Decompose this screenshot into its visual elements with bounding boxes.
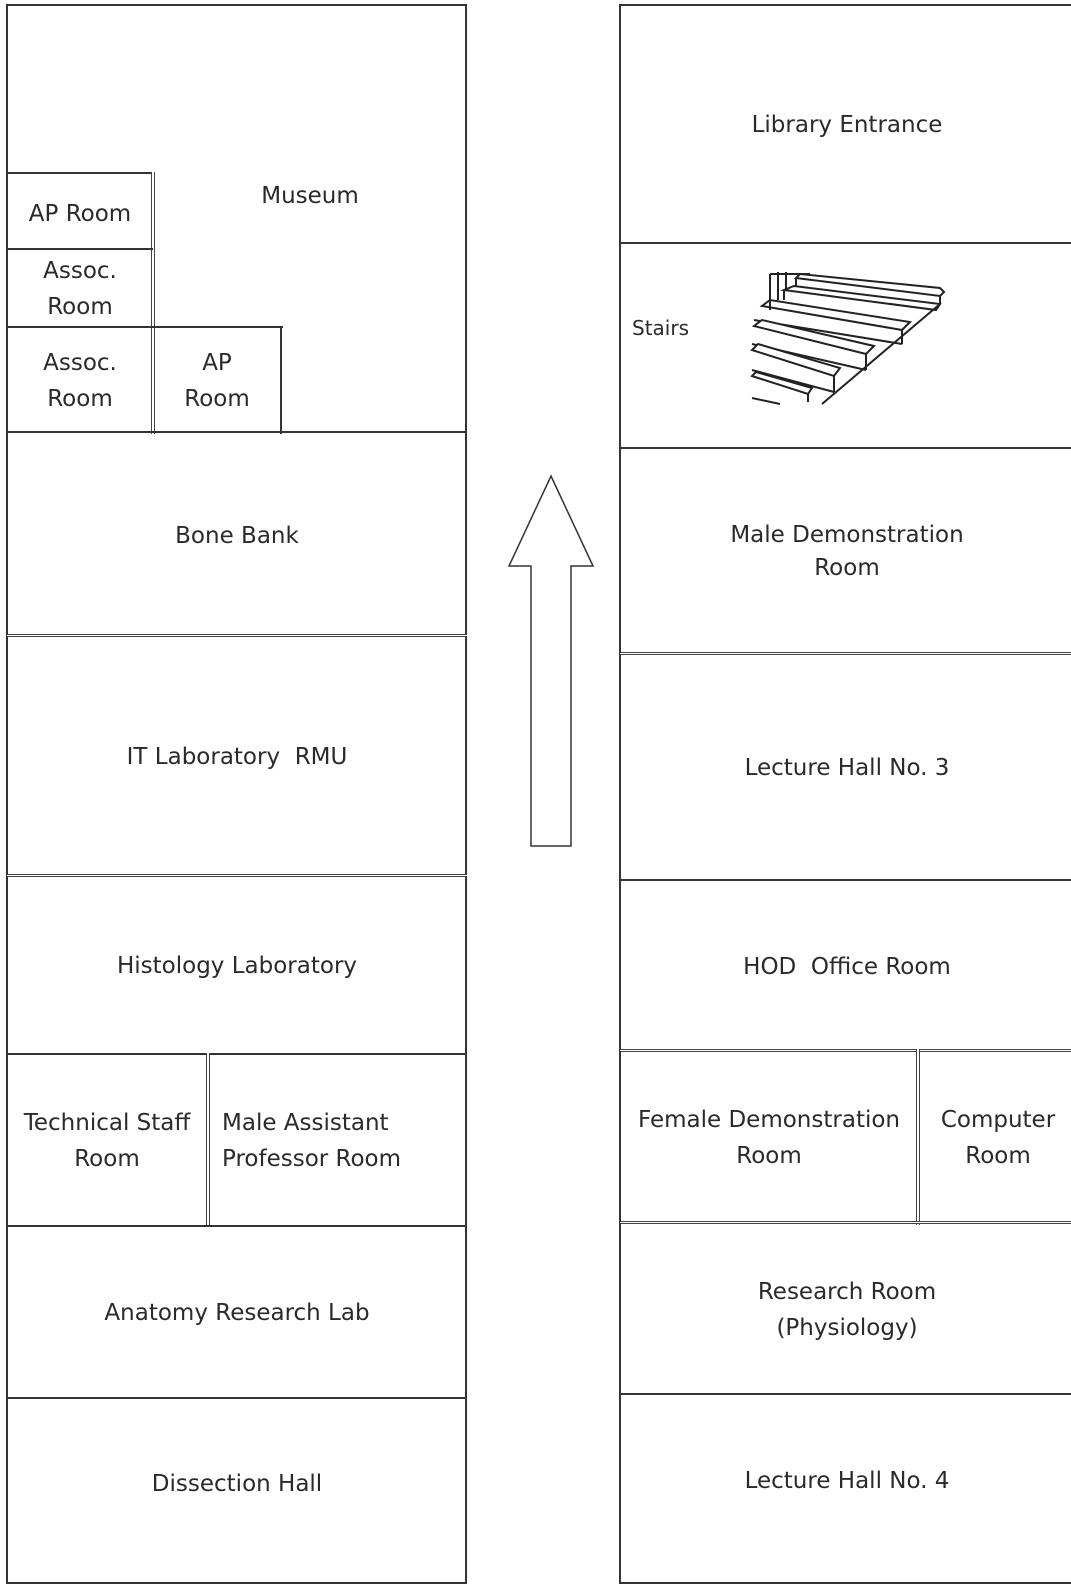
wall — [7, 874, 467, 877]
assoc-wall — [7, 326, 283, 328]
wall — [620, 879, 1071, 881]
wall — [7, 1053, 467, 1055]
wall — [620, 242, 1071, 244]
small-rooms-divider — [151, 172, 155, 434]
room-ap-room-top: AP Room — [28, 201, 132, 227]
wall — [7, 431, 467, 433]
room-divider — [206, 1053, 210, 1227]
room-divider — [916, 1049, 920, 1225]
room-hod-office: HOD Office Room — [743, 954, 951, 980]
ap-room-right-wall — [280, 326, 282, 434]
room-assoc-room-1: Assoc.Room — [43, 258, 117, 320]
room-bone-bank: Bone Bank — [175, 523, 299, 549]
room-stairs-label: Stairs — [632, 316, 689, 340]
room-lecture-hall-4: Lecture Hall No. 4 — [744, 1468, 950, 1494]
wall — [7, 634, 467, 637]
room-histology-lab: Histology Laboratory — [116, 953, 358, 979]
stairs-icon — [750, 272, 946, 405]
room-library-entrance: Library Entrance — [751, 112, 943, 138]
room-anatomy-research: Anatomy Research Lab — [104, 1300, 370, 1326]
room-museum: Museum — [261, 183, 359, 209]
wall — [620, 1049, 1071, 1052]
room-it-lab: IT Laboratory RMU — [126, 744, 348, 770]
ap-assoc-wall — [7, 248, 153, 250]
room-research-physiology: Research Room(Physiology) — [757, 1279, 937, 1341]
wall — [620, 1221, 1071, 1224]
ap-room-top-wall — [7, 172, 155, 174]
wall — [620, 447, 1071, 449]
room-assoc-room-2: Assoc.Room — [43, 350, 117, 412]
up-arrow-icon — [507, 474, 595, 847]
wall — [620, 1393, 1071, 1395]
wall — [7, 1397, 467, 1399]
room-lecture-hall-3: Lecture Hall No. 3 — [744, 755, 950, 781]
left-wing — [6, 4, 467, 1584]
room-dissection-hall: Dissection Hall — [151, 1471, 323, 1497]
right-wing — [619, 4, 1071, 1584]
wall — [7, 1225, 467, 1227]
wall — [620, 652, 1071, 655]
